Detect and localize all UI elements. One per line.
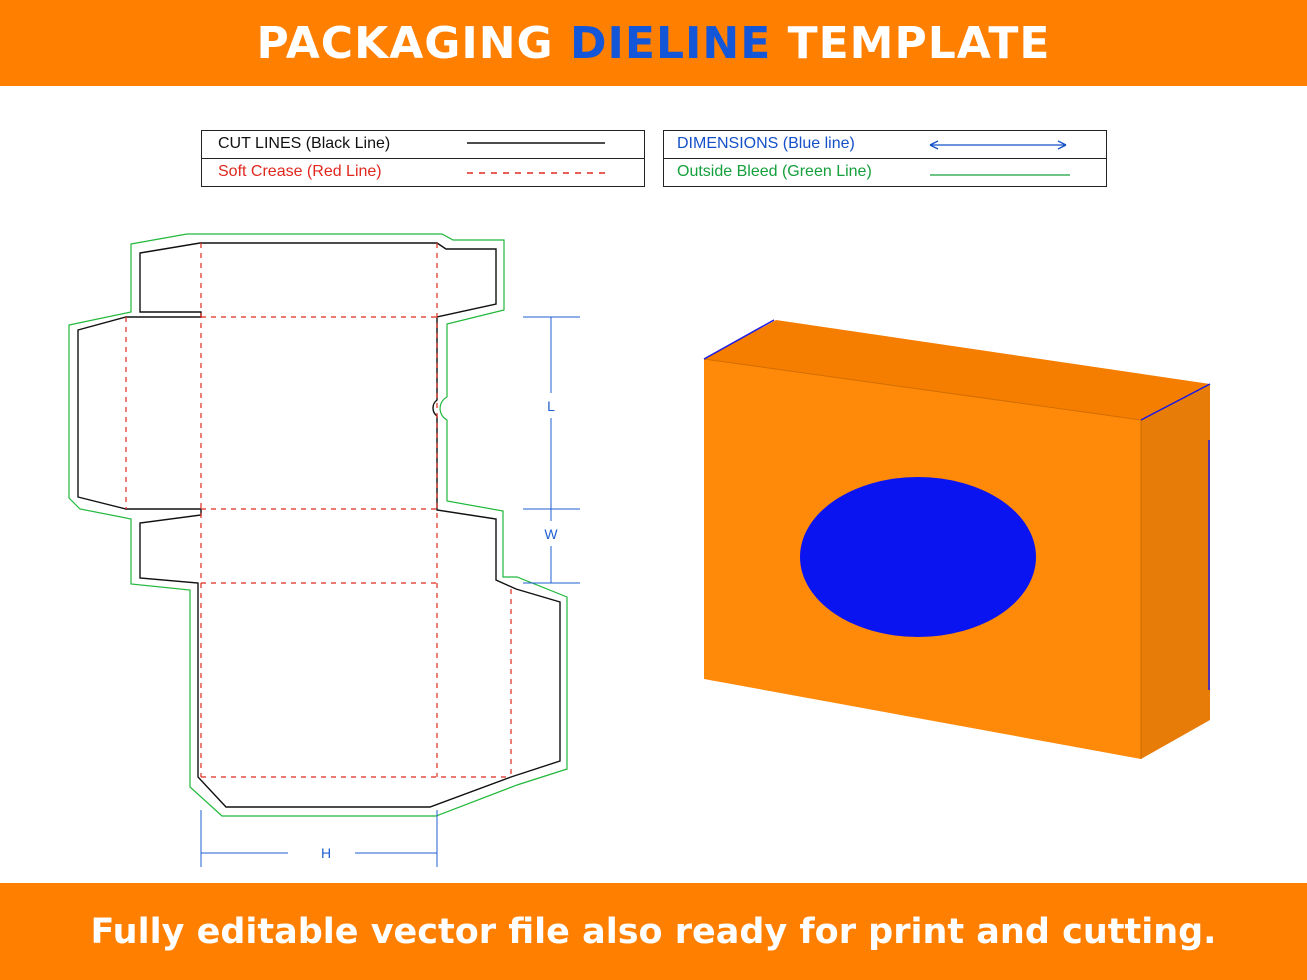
outside-bleed-outline (68, 233, 568, 817)
legend-row-soft-crease: Soft Crease (Red Line) (202, 159, 644, 186)
dimension-width-label: W (544, 526, 558, 542)
bleed-line-sample (930, 174, 1070, 176)
footer-text: Fully editable vector file also ready fo… (90, 911, 1217, 952)
title-accent: DIELINE (570, 17, 772, 69)
legend-row-outside-bleed: Outside Bleed (Green Line) (664, 159, 1106, 186)
box-window-cutout (800, 477, 1036, 637)
legend-right: DIMENSIONS (Blue line) Outside Bleed (Gr… (663, 130, 1107, 187)
legend-cut-label: CUT LINES (Black Line) (218, 135, 391, 152)
dimension-lines (200, 316, 580, 867)
footer-banner: Fully editable vector file also ready fo… (0, 883, 1307, 980)
dimension-arrow-sample (929, 140, 1067, 150)
box-inner-edge-right (1140, 383, 1211, 421)
box-3d-mockup (703, 319, 1211, 759)
legend-row-cut-lines: CUT LINES (Black Line) (202, 131, 644, 159)
legend-dimensions-label: DIMENSIONS (Blue line) (677, 135, 855, 152)
legend-left: CUT LINES (Black Line) Soft Crease (Red … (201, 130, 645, 187)
dimension-length-label: L (547, 398, 555, 414)
page-title: PACKAGING DIELINE TEMPLATE (257, 18, 1051, 69)
soft-crease-lines (125, 243, 512, 778)
cut-outline (77, 242, 561, 808)
title-prefix: PACKAGING (256, 17, 554, 69)
box-top-edge (703, 358, 1142, 421)
cut-line-sample (467, 142, 605, 144)
header-banner: PACKAGING DIELINE TEMPLATE (0, 0, 1307, 86)
legend-crease-label: Soft Crease (Red Line) (218, 163, 382, 180)
dieline-drawing: L W H (68, 233, 580, 867)
title-suffix: TEMPLATE (787, 17, 1051, 69)
legend-row-dimensions: DIMENSIONS (Blue line) (664, 131, 1106, 159)
legend-bleed-label: Outside Bleed (Green Line) (677, 163, 872, 180)
box-inner-edge-left (703, 319, 775, 360)
box-side-face (1141, 384, 1210, 759)
box-top-face (704, 320, 1210, 420)
dimension-height-label: H (321, 845, 331, 861)
